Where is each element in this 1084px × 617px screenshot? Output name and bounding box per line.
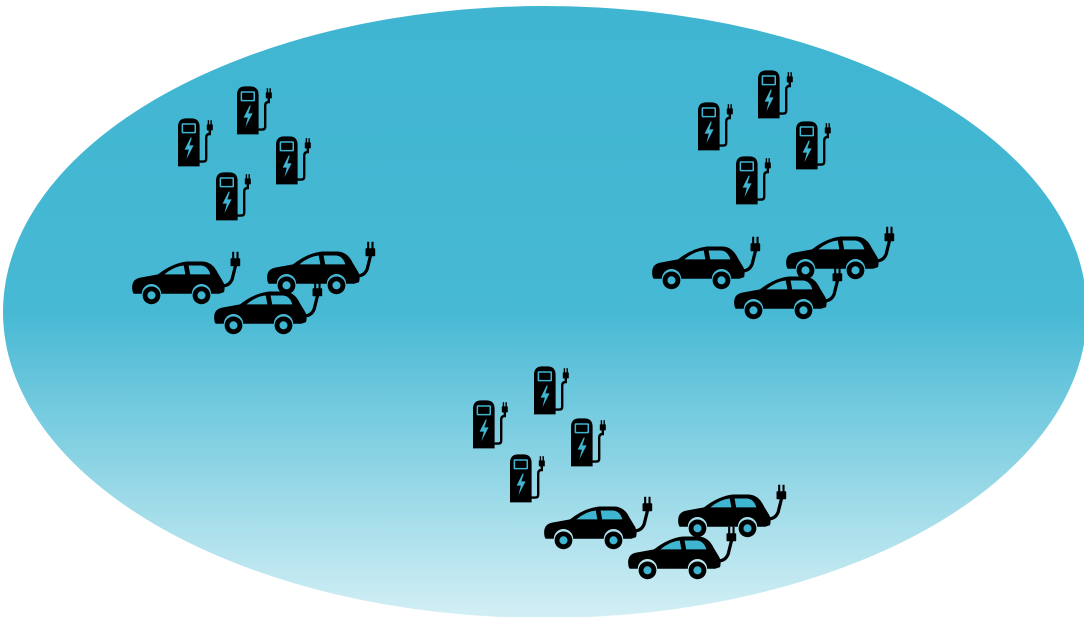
service-area-region <box>3 6 1084 617</box>
